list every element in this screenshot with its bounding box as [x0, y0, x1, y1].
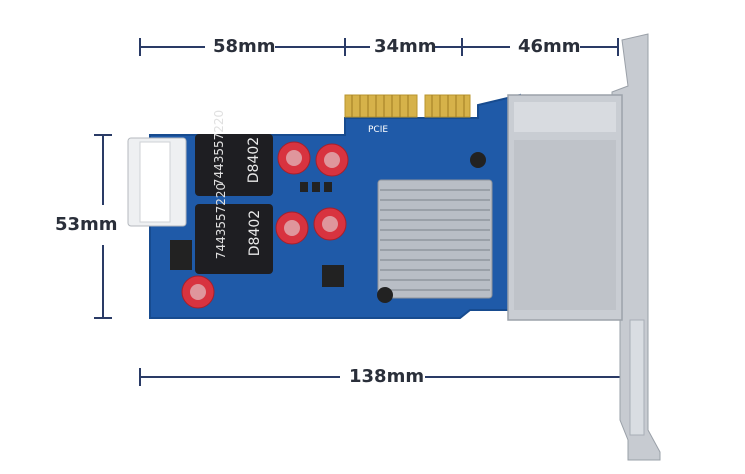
dimension-top-a: 58mm	[213, 36, 276, 57]
power-connector	[127, 137, 187, 227]
pcie-label: PCIE	[368, 125, 388, 135]
heatsink	[377, 152, 493, 303]
transformer-2-code: D8402	[247, 210, 263, 256]
dimension-height: 53mm	[55, 214, 118, 235]
dimension-top-c: 46mm	[518, 36, 581, 57]
metal-bracket	[611, 33, 661, 461]
transformer-2: 7443557220 D8402	[195, 183, 273, 274]
transformer-1-code: D8402	[246, 137, 262, 183]
capacitors	[181, 141, 349, 309]
dimension-total: 138mm	[349, 366, 425, 387]
ic-chips	[170, 182, 344, 287]
rj45-port	[507, 94, 623, 321]
transformer-1-part: 7443557220	[212, 110, 226, 186]
dimension-top-b: 34mm	[374, 36, 437, 57]
transformer-2-part: 7443557220	[214, 183, 228, 259]
transformer-1: 7443557220 D8402	[195, 110, 273, 196]
